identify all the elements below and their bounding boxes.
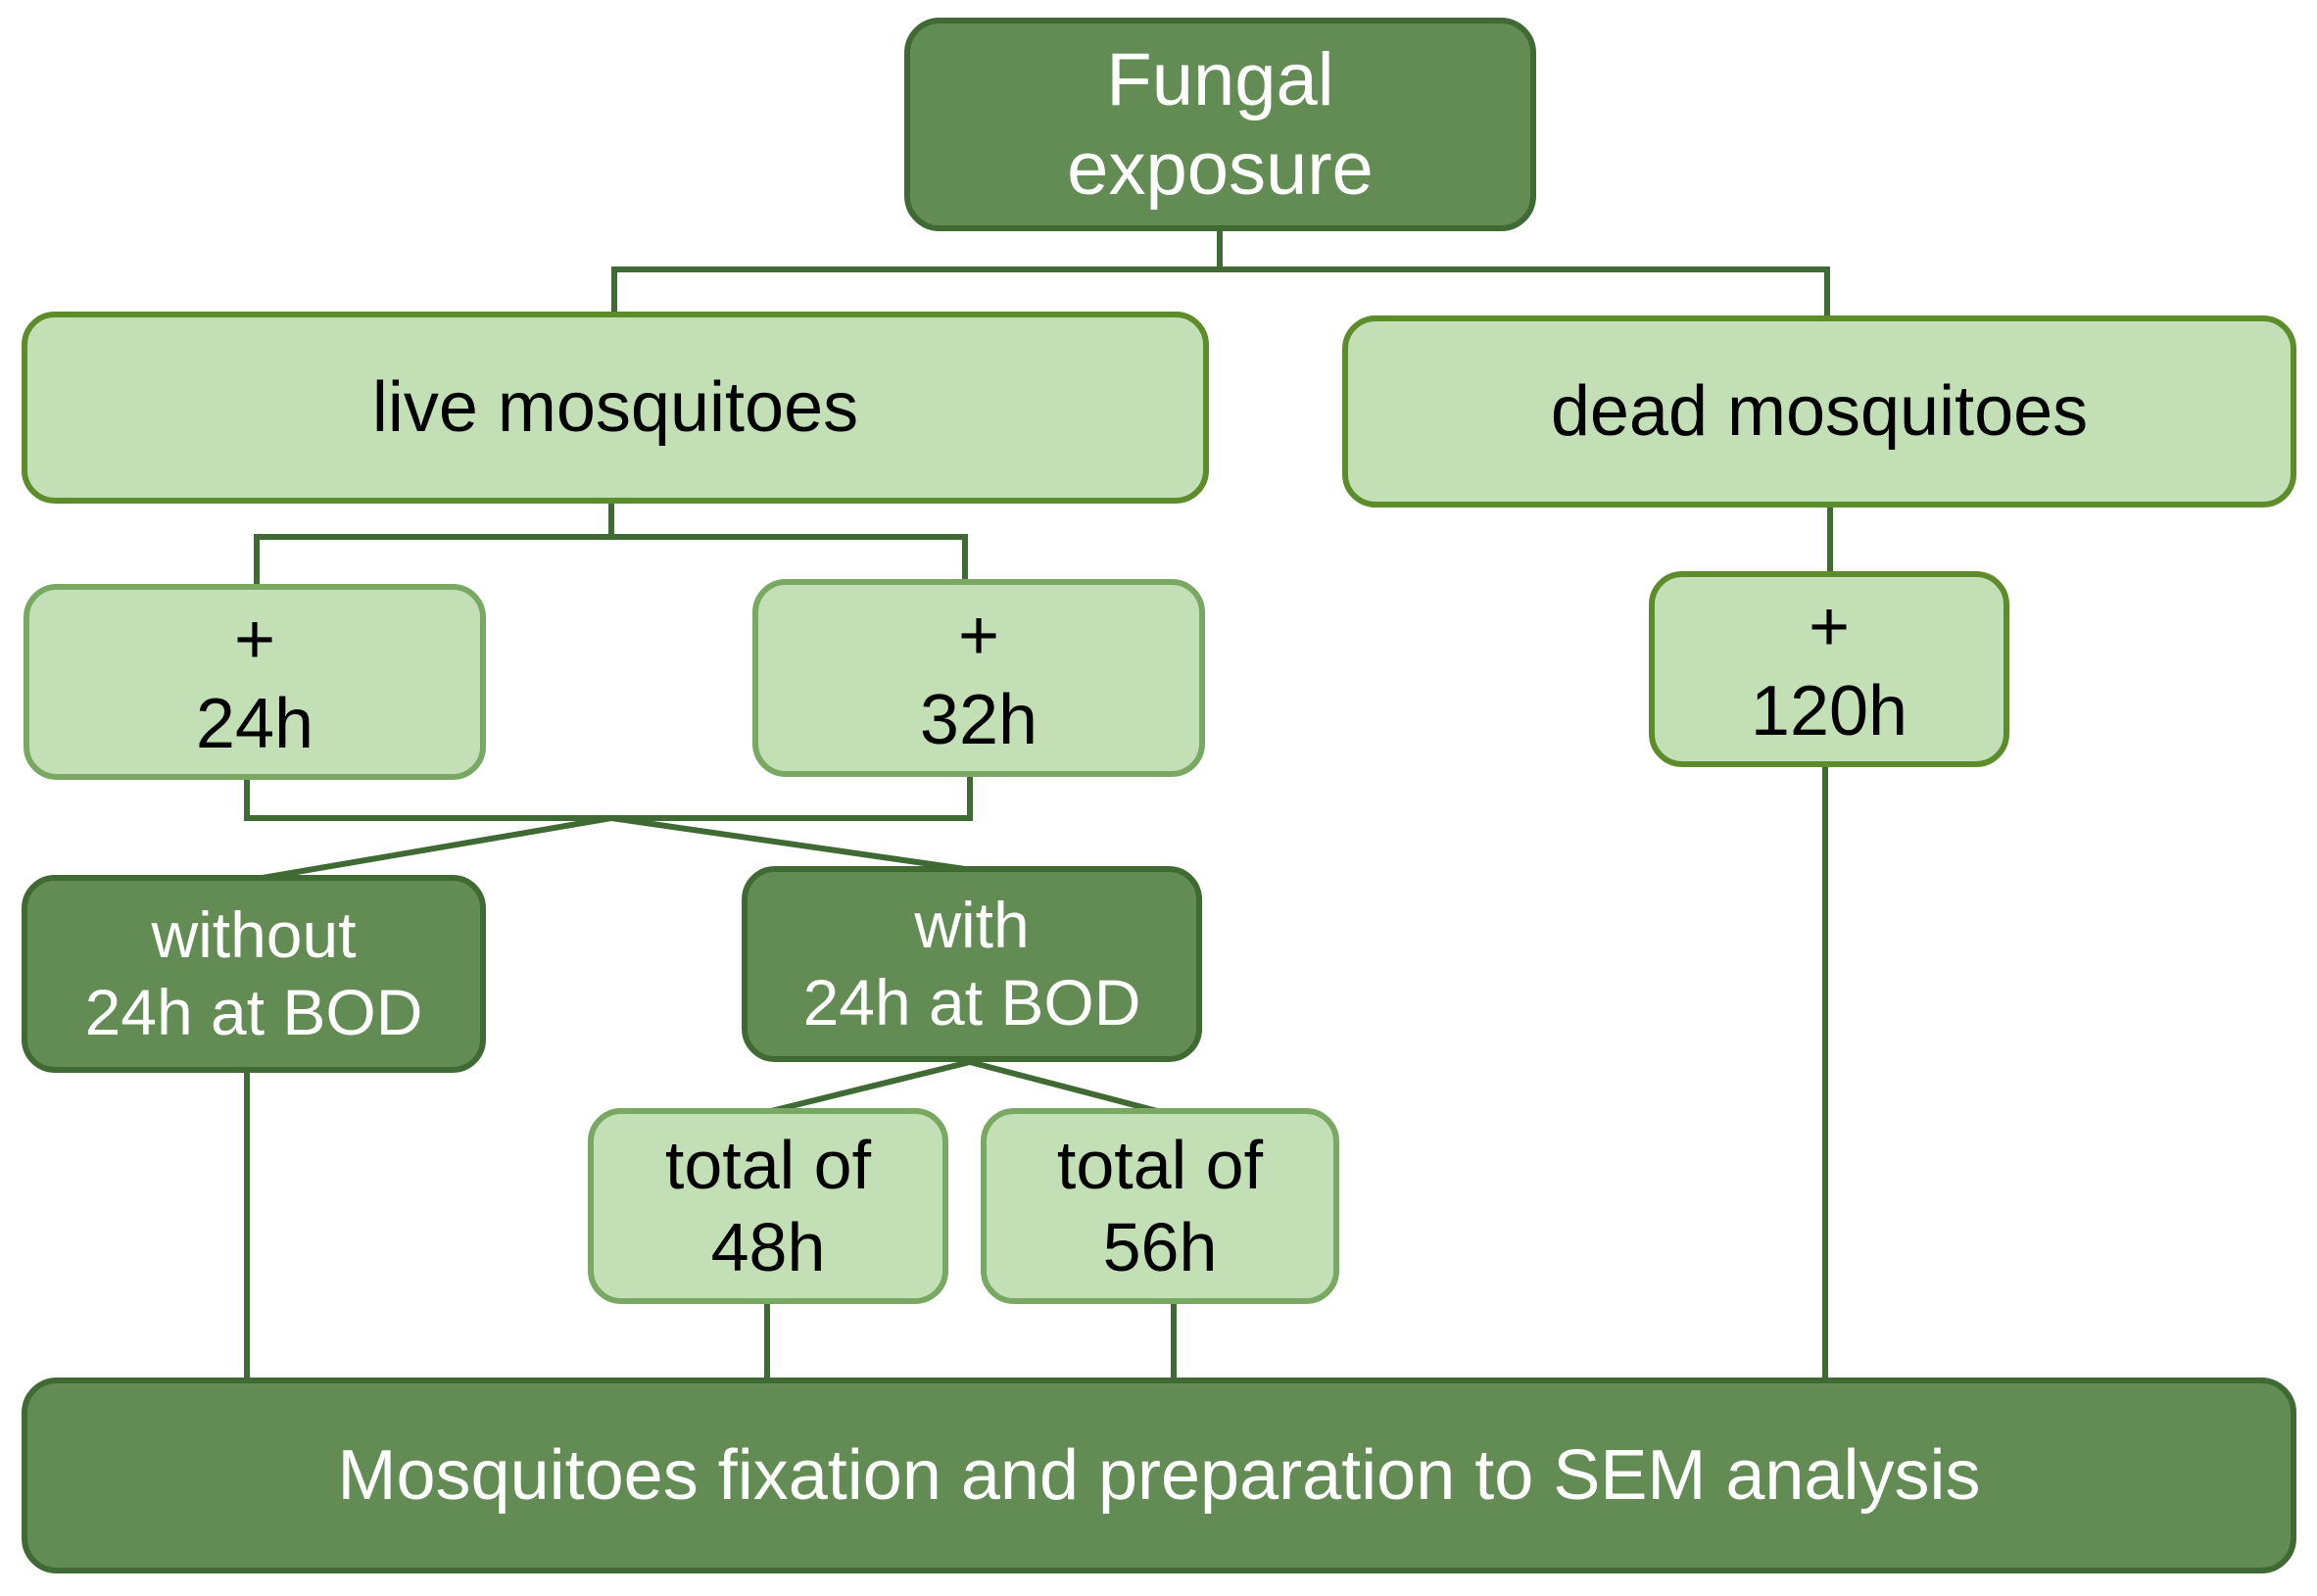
node-dead-mosquitoes-label: dead mosquitoes	[1550, 371, 2089, 451]
node-total-56h-line1: total of	[1056, 1127, 1264, 1203]
node-total-56h-line2: 56h	[1102, 1209, 1218, 1285]
node-fungal-exposure-line2: exposure	[1067, 127, 1374, 211]
node-with-bod: with 24h at BOD	[742, 866, 1202, 1062]
node-with-bod-line2: 24h at BOD	[802, 966, 1141, 1039]
node-plus-120h-line1: +	[1808, 587, 1851, 666]
connector-timepoints-merge	[244, 776, 973, 821]
connector-with-to-56h	[969, 1059, 1162, 1115]
connector-fungal-to-branches	[611, 231, 1223, 314]
node-total-48h: total of 48h	[588, 1108, 948, 1304]
node-sem-analysis: Mosquitoes fixation and preparation to S…	[22, 1378, 2296, 1573]
connector-live-to-32h	[611, 534, 968, 581]
node-plus-24h-line2: 24h	[195, 685, 314, 763]
node-sem-analysis-label: Mosquitoes fixation and preparation to S…	[337, 1435, 1981, 1515]
connector-merge-to-with	[610, 815, 966, 872]
node-without-bod-line2: 24h at BOD	[84, 976, 423, 1048]
node-fungal-exposure-line1: Fungal	[1106, 37, 1334, 121]
node-live-mosquitoes: live mosquitoes	[22, 312, 1209, 504]
node-without-bod-line1: without	[151, 897, 357, 971]
node-total-56h: total of 56h	[981, 1108, 1339, 1304]
node-live-mosquitoes-label: live mosquitoes	[371, 367, 859, 447]
node-plus-24h-line1: +	[233, 600, 276, 679]
connector-with-to-48h	[766, 1059, 971, 1115]
node-with-bod-line1: with	[914, 888, 1030, 961]
node-plus-120h: + 120h	[1649, 571, 2009, 767]
node-without-bod: without 24h at BOD	[22, 875, 486, 1073]
connector-merge-to-without	[256, 815, 612, 882]
node-fungal-exposure: Fungal exposure	[904, 18, 1536, 231]
node-plus-32h-line1: +	[957, 596, 1000, 675]
node-total-48h-line2: 48h	[710, 1209, 826, 1285]
connector-fungal-to-dead	[1220, 266, 1830, 317]
node-plus-32h-line2: 32h	[919, 681, 1038, 759]
connector-live-to-timepoints	[254, 502, 614, 586]
node-plus-120h-line2: 120h	[1750, 672, 1908, 750]
node-plus-32h: + 32h	[752, 579, 1205, 777]
node-total-48h-line1: total of	[664, 1127, 872, 1203]
node-plus-24h: + 24h	[24, 584, 486, 780]
node-dead-mosquitoes: dead mosquitoes	[1342, 315, 2296, 508]
